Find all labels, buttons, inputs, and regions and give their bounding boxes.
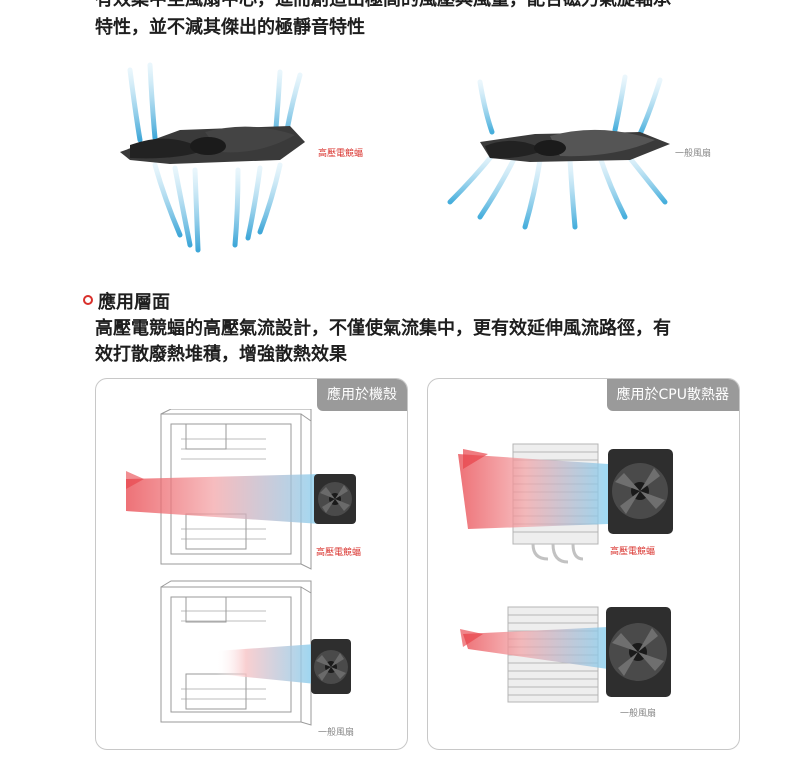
- high-pressure-fan-label: 高壓電競蝠: [318, 149, 364, 159]
- intro-line-1: 有效集中至風扇中心，進而創造出極高的風壓與風量，配合磁力氣旋軸承: [95, 0, 775, 14]
- case-normal-fan-label: 一般風扇: [318, 728, 355, 738]
- section-body-line-2: 效打散廢熱堆積，增強散熱效果: [95, 344, 347, 365]
- section-title: 應用層面: [98, 292, 170, 313]
- case-normal-fan-illustration: [126, 579, 366, 729]
- section-body: 高壓電競蝠的高壓氣流設計，不僅使氣流集中，更有效延伸風流路徑，有 效打散廢熱堆積…: [95, 316, 775, 368]
- high-pressure-airflow-illustration: [110, 60, 330, 260]
- intro-line-2: 特性，並不減其傑出的極靜音特性: [95, 17, 365, 38]
- case-panel-tab: 應用於機殼: [317, 379, 407, 411]
- cpu-normal-fan-label: 一般風扇: [620, 709, 657, 719]
- case-application-panel: 應用於機殼: [95, 378, 408, 750]
- cpu-high-pressure-illustration: [458, 434, 708, 564]
- intro-paragraph: 有效集中至風扇中心，進而創造出極高的風壓與風量，配合磁力氣旋軸承 特性，並不減其…: [95, 0, 775, 42]
- section-body-line-1: 高壓電競蝠的高壓氣流設計，不僅使氣流集中，更有效延伸風流路徑，有: [95, 318, 671, 339]
- section-bullet-icon: [83, 295, 93, 305]
- cpu-panel-tab: 應用於CPU散熱器: [606, 379, 739, 411]
- normal-fan-airflow-illustration: [440, 62, 680, 242]
- normal-fan-label: 一般風扇: [675, 149, 712, 159]
- case-high-pressure-illustration: [126, 409, 366, 574]
- cpu-high-pressure-label: 高壓電競蝠: [610, 547, 656, 557]
- cpu-cooler-application-panel: 應用於CPU散熱器: [427, 378, 740, 750]
- cpu-normal-fan-illustration: [458, 599, 708, 719]
- case-high-pressure-label: 高壓電競蝠: [316, 548, 362, 558]
